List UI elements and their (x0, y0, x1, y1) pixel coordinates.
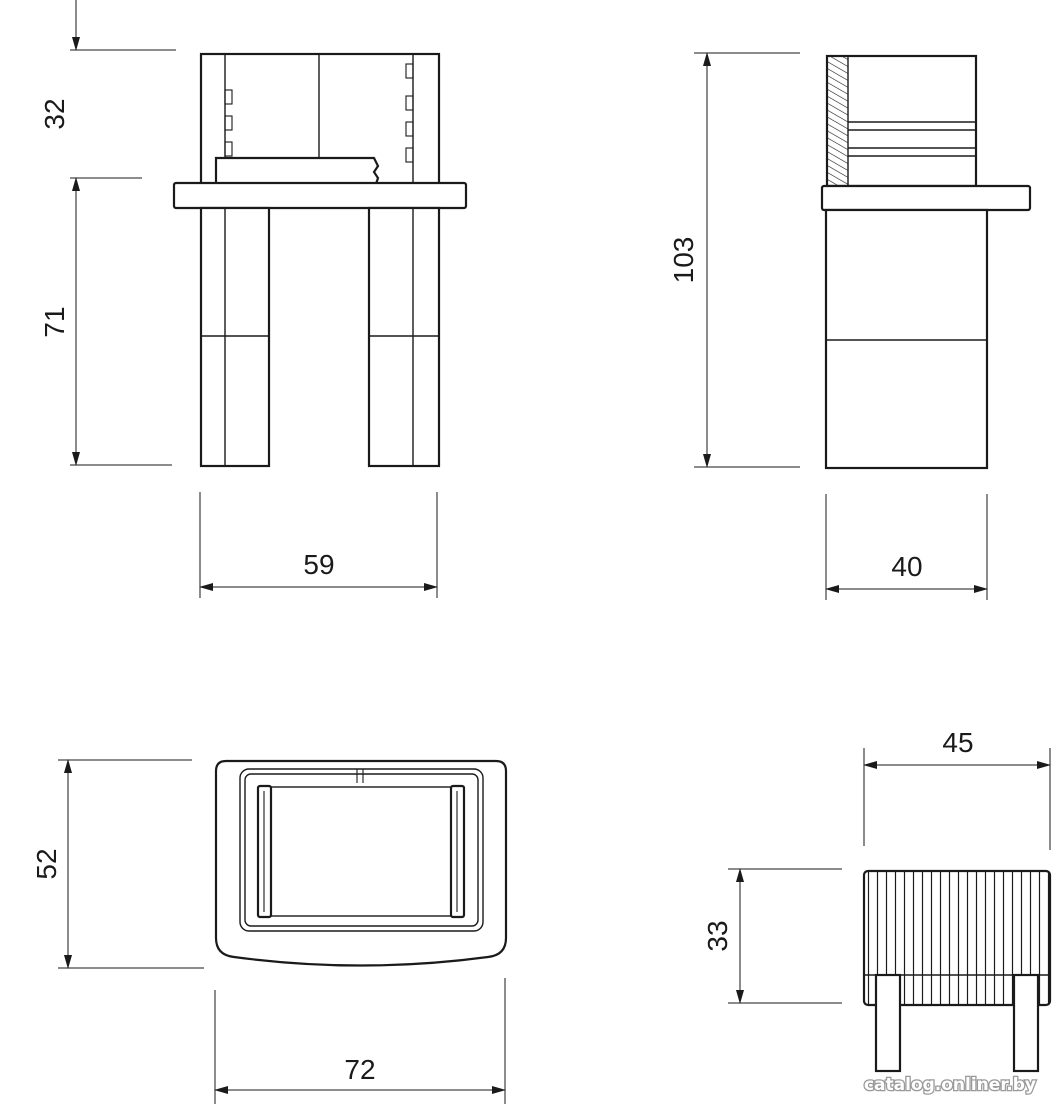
ribbed-view-left-leg (874, 973, 902, 1073)
front-view-flange (172, 181, 468, 210)
side-view (820, 54, 1032, 470)
dim-small-width: 45 (942, 727, 973, 758)
watermark: catalog.onliner.by (864, 1075, 1036, 1095)
plan-view (214, 759, 508, 967)
plan-view-outline (214, 759, 508, 967)
dim-side-width: 40 (891, 551, 922, 582)
front-view-left-leg (199, 206, 271, 468)
side-view-upper-body (825, 54, 978, 188)
ribbed-view-right-leg (1012, 973, 1040, 1073)
side-view-flange (820, 184, 1032, 212)
plan-view-dimensions: 52 72 (31, 759, 506, 1104)
side-view-lower-body (824, 208, 989, 470)
front-view-tray (214, 156, 380, 186)
side-view-dimensions: 103 40 (668, 52, 988, 600)
dim-small-height: 33 (702, 920, 733, 951)
ribbed-view (862, 869, 1052, 1073)
front-view-dimensions: 32 71 59 (39, 0, 438, 598)
ribbed-view-body (862, 869, 1052, 1007)
side-view-hatched-section (826, 55, 849, 187)
ribbed-view-dimensions: 45 33 (702, 727, 1051, 1004)
dim-front-width: 59 (303, 549, 334, 580)
dim-front-leg-height: 71 (39, 306, 70, 337)
dim-plan-width: 72 (344, 1054, 375, 1085)
dim-plan-depth: 52 (31, 848, 62, 879)
dim-side-height: 103 (668, 237, 699, 284)
front-view (172, 52, 468, 468)
dim-front-top-height: 32 (39, 98, 70, 129)
front-view-right-leg (367, 206, 441, 468)
